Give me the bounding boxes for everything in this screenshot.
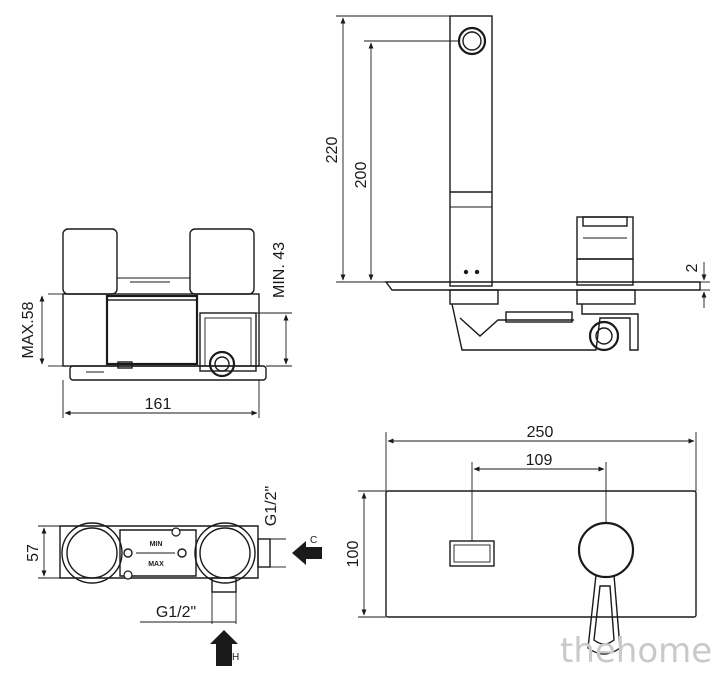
side-thread-label: G1/2": [263, 486, 280, 526]
watermark: thehome: [560, 631, 712, 671]
side-view: 220 200 2: [324, 15, 710, 352]
front-height-dimension: MAX.58: [20, 301, 37, 358]
min-marking: MIN: [150, 541, 163, 548]
cold-inlet-label: C: [310, 535, 317, 546]
plate-height-dimension: 100: [345, 541, 362, 568]
side-plate-thickness-dimension: 2: [684, 263, 701, 272]
front-depth-dimension: MIN. 43: [271, 242, 288, 298]
bottom-thread-label: G1/2": [156, 604, 196, 621]
plate-width-dimension: 250: [527, 424, 554, 441]
hot-inlet-label: H: [232, 652, 239, 663]
top-depth-dimension: 57: [25, 544, 42, 562]
front-width-dimension: 161: [145, 396, 172, 413]
spout-handle-spacing-dimension: 109: [526, 452, 553, 469]
top-view: MIN MAX 57 G1/2" G1/2" C H: [25, 486, 322, 666]
front-view: MAX.58 MIN. 43 161: [20, 228, 292, 418]
hot-inlet-arrow-icon: [210, 630, 238, 666]
plate-view: 250 109 100: [345, 424, 697, 655]
side-spout-height-dimension: 200: [353, 162, 370, 189]
side-total-height-dimension: 220: [324, 137, 341, 164]
max-marking: MAX: [148, 561, 164, 568]
cold-inlet-arrow-icon: [292, 541, 322, 565]
